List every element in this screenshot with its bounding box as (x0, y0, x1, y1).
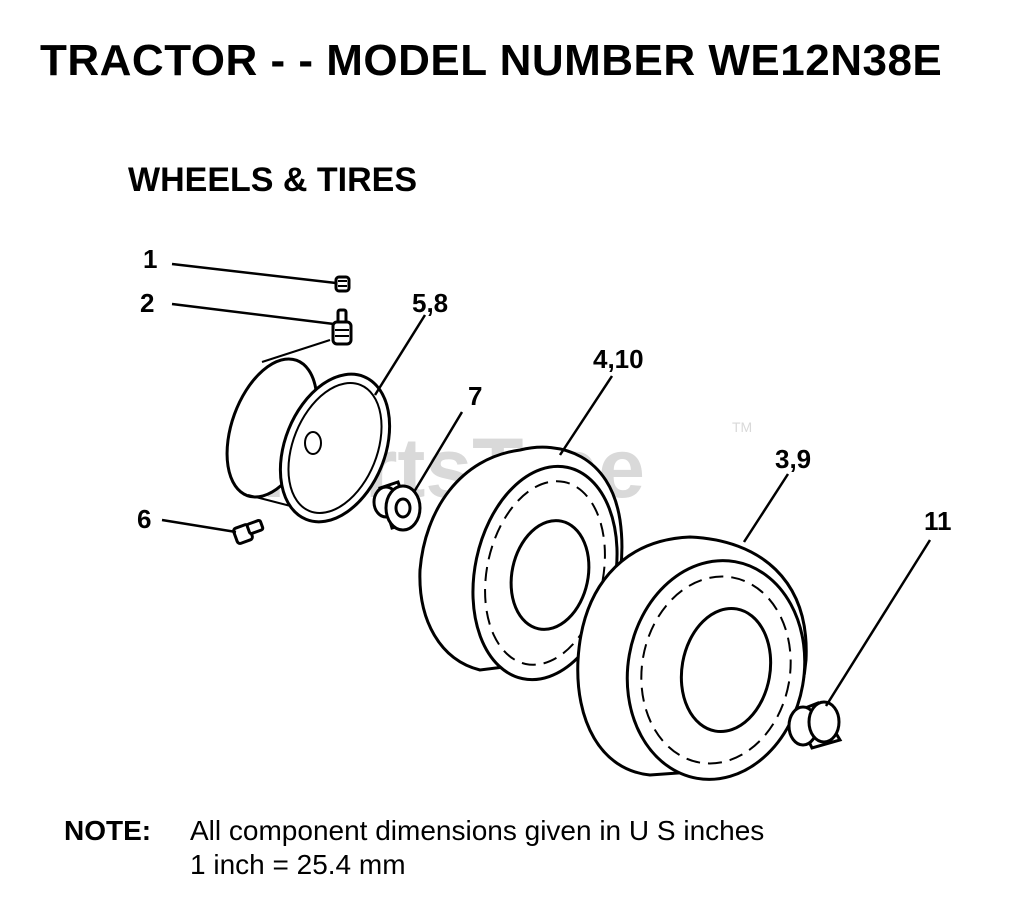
callout-2: 2 (140, 288, 154, 318)
front-tire-part (418, 445, 624, 682)
leader-line-6 (161, 518, 237, 534)
note-label: NOTE: (64, 815, 152, 846)
leader-line-4-10 (558, 375, 614, 456)
valve-cap-part (334, 275, 351, 293)
leader-line-5-8 (373, 314, 427, 396)
callout-3-9: 3,9 (775, 444, 811, 474)
callout-7: 7 (468, 381, 482, 411)
leader-line-3-9 (742, 473, 790, 543)
section-title: WHEELS & TIRES (128, 161, 418, 199)
page-title: TRACTOR - - MODEL NUMBER WE12N38E (40, 36, 943, 85)
note-line-1: All component dimensions given in U S in… (190, 815, 765, 846)
leader-line-2 (171, 302, 335, 326)
hub-cap-part (787, 700, 843, 750)
bushing-part (372, 480, 422, 532)
callout-4-10: 4,10 (593, 344, 644, 374)
leader-line-1 (171, 262, 337, 285)
watermark-trademark: TM (732, 419, 752, 435)
lug-bolt-part (232, 518, 265, 545)
callout-1: 1 (143, 244, 157, 274)
wheel-rim-part (225, 339, 392, 524)
callout-5-8: 5,8 (412, 288, 448, 318)
dimension-note: NOTE: All component dimensions given in … (64, 815, 764, 880)
note-line-2: 1 inch = 25.4 mm (190, 849, 406, 880)
rear-tire-part (576, 535, 808, 781)
leader-line-11 (824, 539, 932, 707)
leader-line-7 (412, 411, 464, 493)
callout-6: 6 (137, 504, 151, 534)
callout-11: 11 (924, 506, 952, 536)
valve-stem-part (331, 308, 353, 346)
